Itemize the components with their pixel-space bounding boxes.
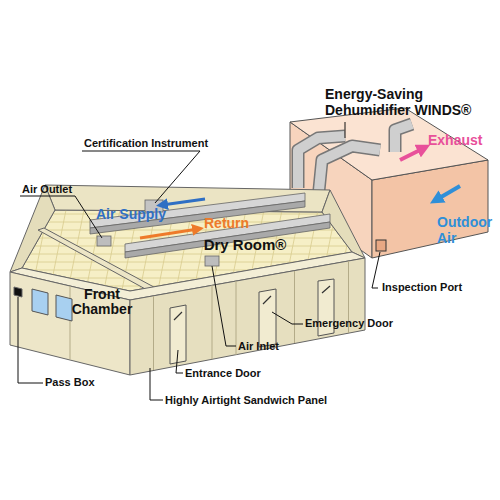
- emergency-door: [259, 289, 276, 347]
- dry-room-building: [0, 185, 400, 375]
- leader-line: [372, 252, 380, 288]
- return-arrow: [140, 229, 198, 238]
- part-label: Air Inlet: [238, 340, 308, 353]
- door-mark: [174, 286, 330, 320]
- room-area: Dry Room®: [190, 232, 300, 258]
- leader-line: [345, 122, 346, 138]
- leader-line: [20, 196, 102, 238]
- air-inlet: [205, 256, 219, 266]
- part-label: Air Supply: [96, 206, 176, 222]
- exhaust-arrow: [400, 148, 424, 160]
- part-label: Exhaust: [428, 132, 498, 148]
- duct: [395, 124, 412, 152]
- leader-line: [150, 368, 163, 400]
- left-wall: [10, 185, 55, 272]
- air-outlet: [97, 236, 111, 246]
- part-label: Pass Box: [45, 376, 115, 389]
- window: [56, 295, 72, 321]
- part-label: Air Outlet: [22, 183, 92, 196]
- part-label: Highly Airtight Sandwich Panel: [165, 394, 365, 407]
- part-label: Emergency Door: [305, 317, 415, 330]
- part-label: Energy-Saving Dehumidifier WINDS®: [325, 86, 490, 118]
- unit-ducts: [298, 124, 412, 200]
- leader-lines: [18, 122, 380, 400]
- outdoor-air-arrow: [436, 186, 460, 200]
- leader-line: [176, 350, 183, 373]
- leader-line: [18, 297, 43, 383]
- leader-line: [272, 312, 303, 324]
- pass-box: [14, 287, 22, 297]
- supply-arrow: [162, 199, 205, 205]
- inspection-port: [376, 240, 386, 251]
- part-label: Outdoor Air: [437, 214, 499, 246]
- room-area: Front Chamber: [62, 283, 142, 321]
- part-label: Inspection Port: [382, 281, 492, 294]
- duct: [298, 136, 345, 188]
- leader-line: [82, 151, 200, 203]
- part-label: Certification Instrument: [84, 137, 224, 150]
- room-name: Dry Room®: [204, 237, 287, 254]
- room-ducts: [90, 193, 330, 266]
- leader-line: [212, 266, 236, 346]
- duct-outline: [298, 136, 345, 188]
- window: [32, 289, 48, 315]
- side-face: [130, 258, 365, 375]
- part-label: Entrance Door: [185, 367, 285, 380]
- duct-outline: [395, 124, 412, 152]
- flow-arrows: [140, 148, 460, 238]
- part-label: Return: [204, 215, 264, 231]
- room-name: Front Chamber: [62, 287, 142, 318]
